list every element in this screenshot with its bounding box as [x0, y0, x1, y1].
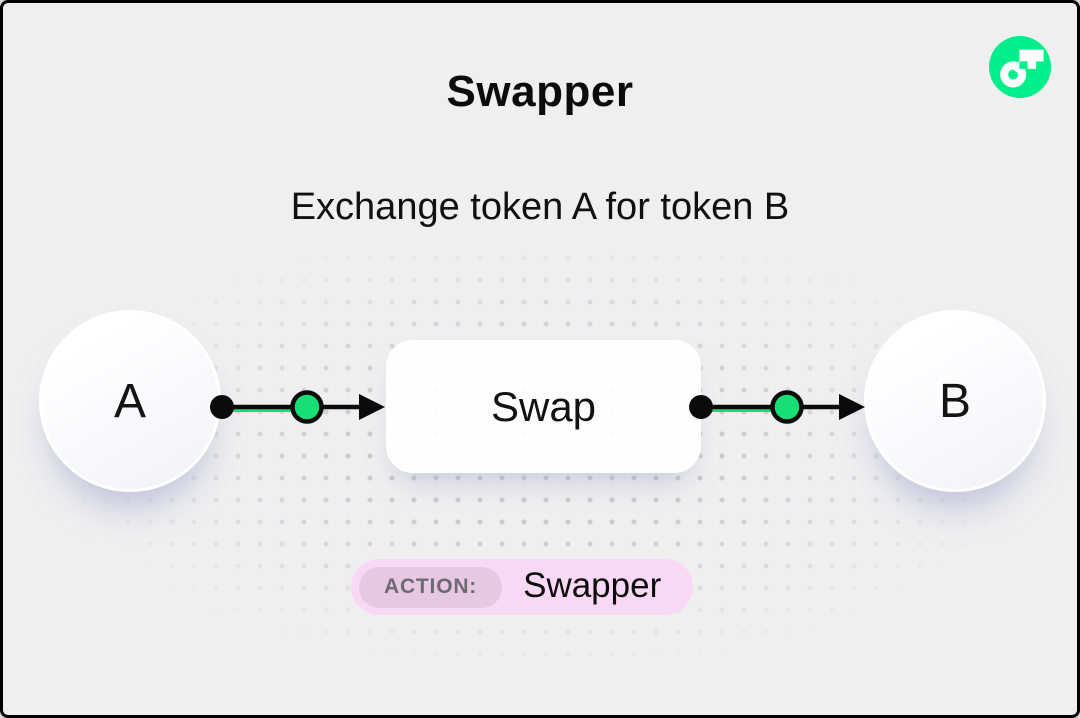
- action-badge-value: Swapper: [523, 565, 662, 605]
- action-badge-label: ACTION:: [359, 566, 503, 608]
- page-subtitle: Exchange token A for token B: [290, 186, 790, 228]
- node-token-a-label: A: [113, 374, 146, 428]
- connector-a-to-swap: [210, 390, 385, 424]
- page-title: Swapper: [446, 67, 634, 116]
- node-token-a: A: [39, 310, 221, 492]
- node-swap-label: Swap: [490, 382, 597, 430]
- action-badge: ACTION: Swapper: [351, 559, 694, 615]
- node-swap: Swap: [386, 340, 701, 473]
- node-token-b-label: B: [938, 374, 971, 428]
- flow-logo-icon: [989, 36, 1051, 98]
- connector-swap-to-b: [689, 390, 865, 424]
- node-token-b: B: [864, 310, 1046, 492]
